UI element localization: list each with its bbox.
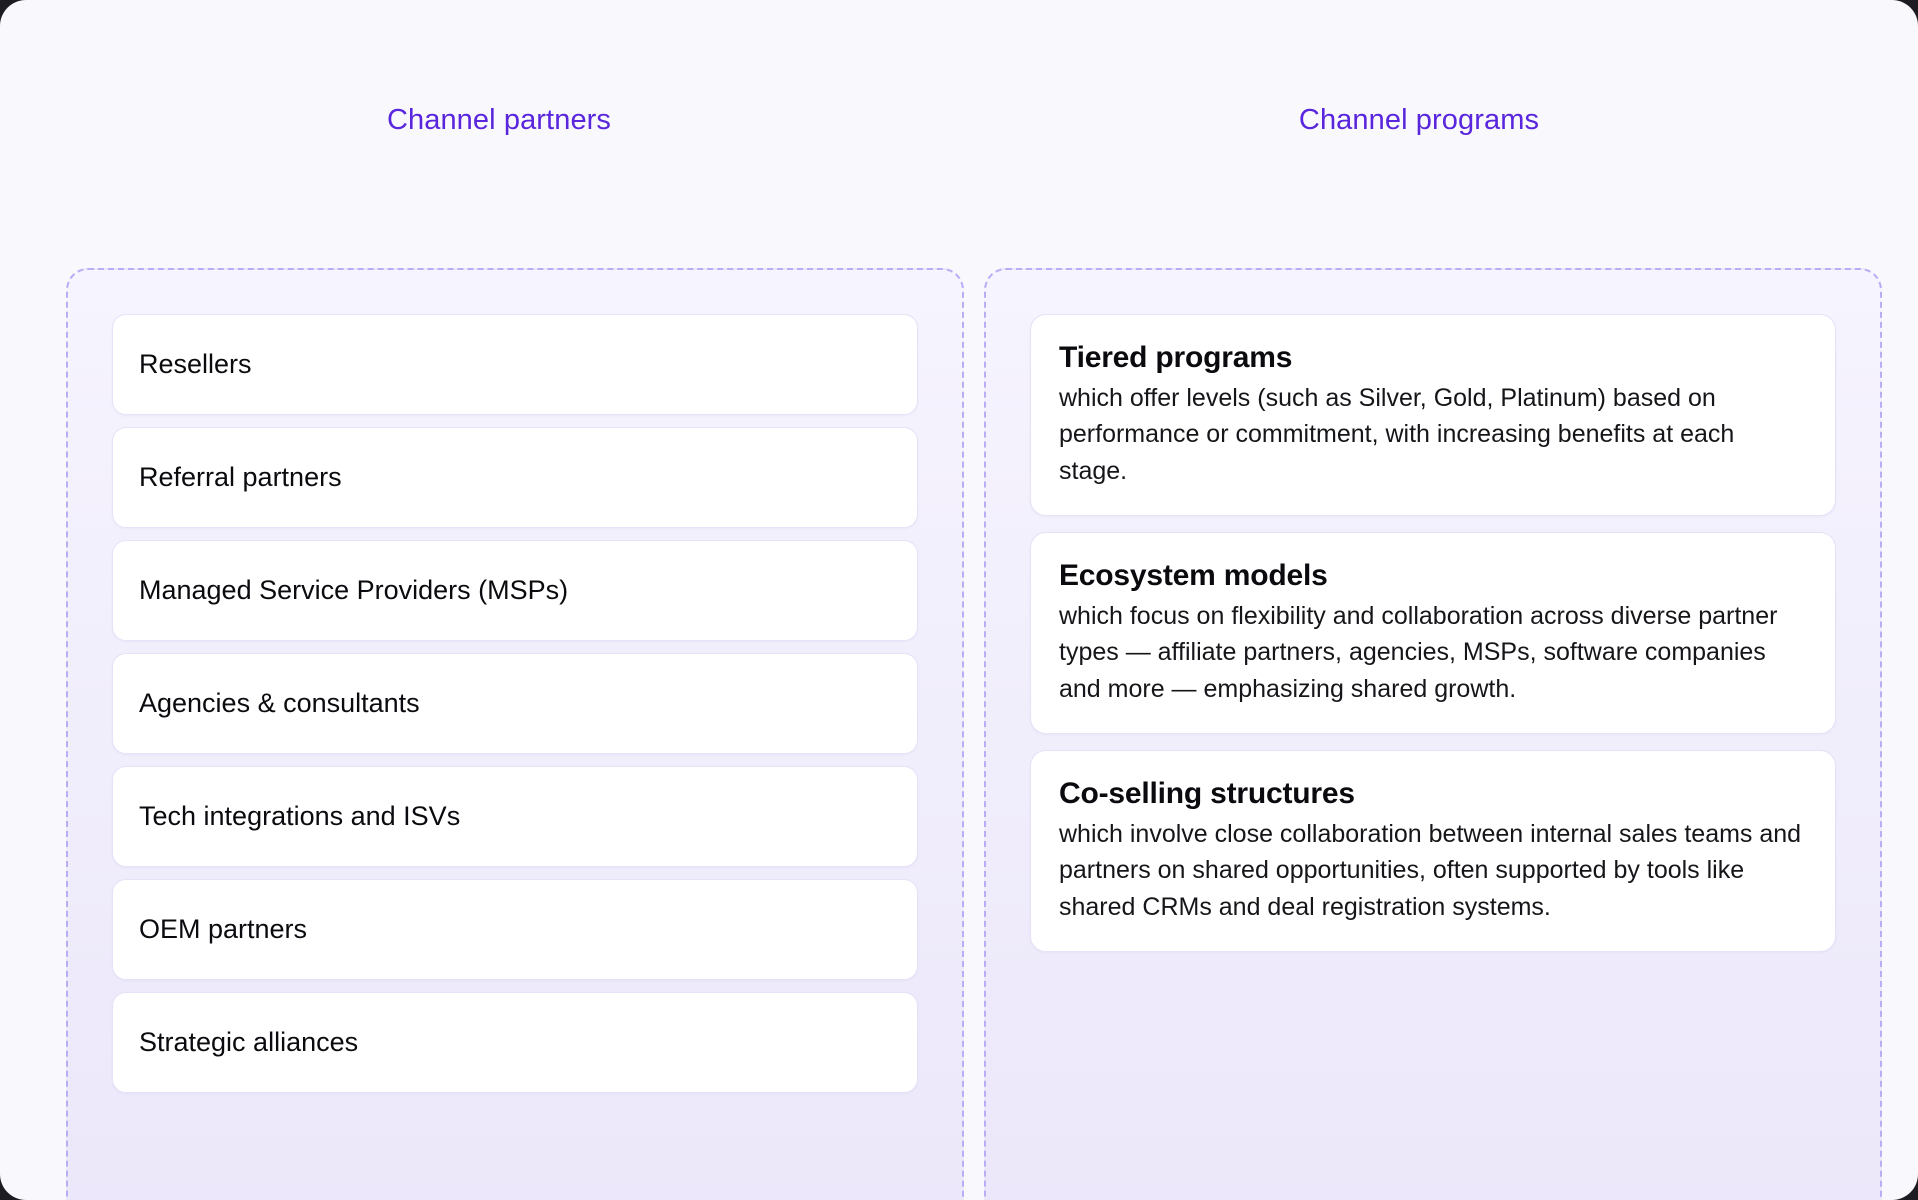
- program-card[interactable]: Tiered programs which offer levels (such…: [1030, 314, 1836, 516]
- column-headings: Channel partners Channel programs: [0, 0, 1918, 212]
- program-card-body: which involve close collaboration betwee…: [1059, 820, 1802, 921]
- program-card[interactable]: Co-selling structures which involve clos…: [1030, 749, 1836, 952]
- program-card-title: Tiered programs: [1059, 341, 1293, 374]
- list-item[interactable]: Agencies & consultants: [112, 653, 918, 754]
- list-item[interactable]: Resellers: [112, 314, 918, 415]
- list-item[interactable]: OEM partners: [112, 879, 918, 980]
- program-card[interactable]: Ecosystem models which focus on flexibil…: [1030, 531, 1836, 734]
- channel-partners-panel: Resellers Referral partners Managed Serv…: [66, 268, 964, 1200]
- list-item[interactable]: Managed Service Providers (MSPs): [112, 540, 918, 641]
- program-card-title: Co-selling structures: [1059, 776, 1355, 810]
- panels-container: Resellers Referral partners Managed Serv…: [0, 268, 1918, 1200]
- program-card-body: which focus on flexibility and collabora…: [1059, 602, 1778, 703]
- list-item-label: Agencies & consultants: [139, 688, 420, 719]
- column-heading-channel-partners: Channel partners: [386, 104, 612, 136]
- list-item-label: OEM partners: [139, 914, 308, 945]
- channel-programs-panel: Tiered programs which offer levels (such…: [984, 268, 1882, 1200]
- list-item[interactable]: Referral partners: [112, 427, 918, 528]
- list-item[interactable]: Strategic alliances: [112, 992, 918, 1093]
- program-card-title: Ecosystem models: [1059, 558, 1328, 592]
- list-item-label: Resellers: [139, 349, 252, 380]
- list-item[interactable]: Tech integrations and ISVs: [112, 766, 918, 867]
- list-item-label: Managed Service Providers (MSPs): [139, 575, 569, 606]
- list-item-label: Tech integrations and ISVs: [139, 801, 461, 832]
- program-card-body: which offer levels (such as Silver, Gold…: [1059, 384, 1735, 485]
- list-item-label: Strategic alliances: [139, 1027, 359, 1058]
- list-item-label: Referral partners: [139, 462, 342, 493]
- column-heading-channel-programs: Channel programs: [1298, 104, 1540, 136]
